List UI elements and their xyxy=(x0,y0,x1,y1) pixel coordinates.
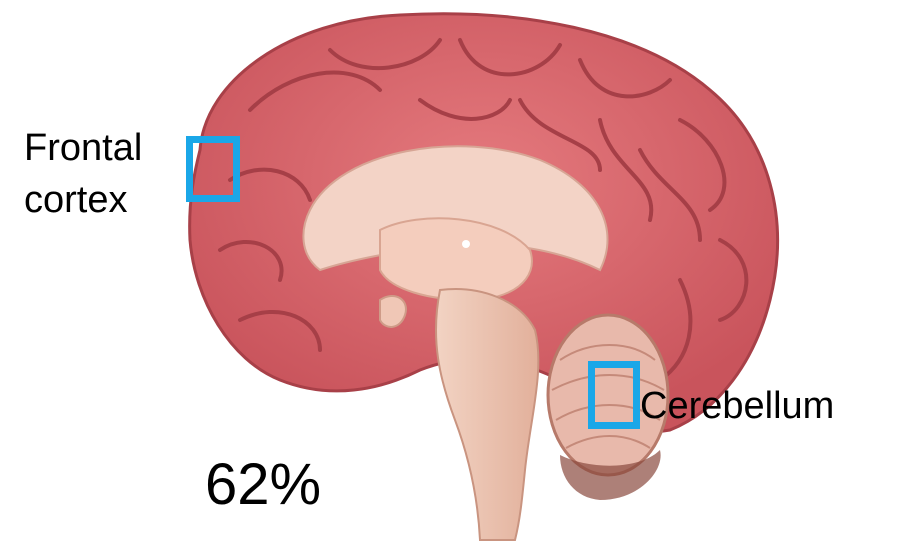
cerebellum-roi xyxy=(588,361,640,429)
brainstem xyxy=(436,289,538,540)
frontal-cortex-roi xyxy=(186,136,240,202)
pituitary xyxy=(380,296,406,327)
frontal-cortex-label: Frontal cortex xyxy=(24,122,142,226)
cerebellum-label: Cerebellum xyxy=(640,380,834,432)
percent-label: 62% xyxy=(205,448,321,522)
